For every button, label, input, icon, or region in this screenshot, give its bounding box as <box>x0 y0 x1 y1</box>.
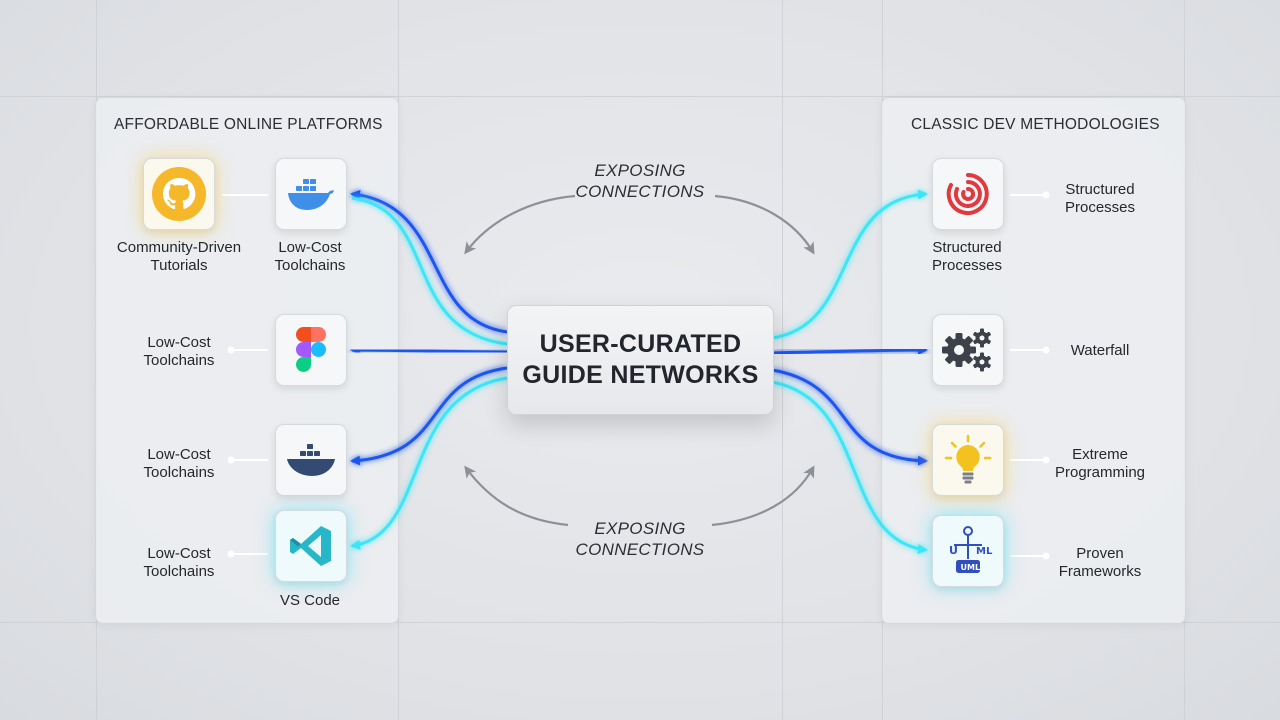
uml-tile: U ML UML <box>932 515 1004 587</box>
right-item-1-label: Structured Processes <box>1064 181 1136 216</box>
svg-text:UML: UML <box>961 563 981 572</box>
exposing-arrow-bottom-left <box>464 465 569 527</box>
right-item-2-label: Waterfall <box>1070 342 1130 359</box>
github-icon <box>152 167 206 221</box>
docker-tile-top-label: Low-Cost Toolchains <box>274 239 346 274</box>
vscode-tile-label: VS Code <box>279 592 341 609</box>
link-dot-right-2 <box>1010 346 1050 354</box>
right-item-3-label: Extreme Programming <box>1054 446 1146 481</box>
connector-line-right-1 <box>771 189 928 340</box>
figma-tile <box>275 314 347 386</box>
svg-text:U: U <box>949 544 958 557</box>
spiral-icon <box>946 173 989 215</box>
right-panel <box>881 97 1186 624</box>
exposing-arrow-bottom-right <box>711 465 815 527</box>
docker-icon <box>288 179 334 210</box>
docker-tile-bottom <box>275 424 347 496</box>
figma-icon <box>296 327 326 372</box>
github-tile <box>143 158 215 230</box>
center-node: USER-CURATED GUIDE NETWORKS <box>507 305 774 415</box>
connector-line-right-4 <box>771 380 928 555</box>
right-panel-title: CLASSIC DEV METHODOLOGIES <box>911 116 1160 133</box>
link-dot-right-3 <box>1010 456 1050 464</box>
exposing-arrow-top-right <box>714 194 815 255</box>
right-item-4-label: Proven Frameworks <box>1058 545 1142 580</box>
connector-line-left-1b <box>351 196 508 346</box>
vscode-tile <box>275 510 347 582</box>
connector-line-right-2 <box>771 345 928 356</box>
link-dot-right-4 <box>1010 552 1050 560</box>
link-dot-left-2 <box>227 346 268 354</box>
lightbulb-icon <box>944 434 992 484</box>
gears-tile <box>932 314 1004 386</box>
left-item-3-label: Low-Cost Toolchains <box>143 446 215 481</box>
exposing-connections-top: EXPOSING CONNECTIONS <box>575 161 705 201</box>
left-item-2-label: Low-Cost Toolchains <box>143 334 215 369</box>
uml-icon: U ML UML <box>949 526 993 573</box>
lightbulb-tile <box>932 424 1004 496</box>
vscode-icon <box>290 526 331 566</box>
link-dot-right-1 <box>1010 191 1050 199</box>
link-dot-left-4 <box>227 550 268 558</box>
left-panel-title: AFFORDABLE ONLINE PLATFORMS <box>114 116 383 133</box>
docker-tile-top <box>275 158 347 230</box>
connector-line-right-3 <box>771 368 928 466</box>
svg-text:ML: ML <box>976 546 993 557</box>
connector-line-left-4 <box>350 376 508 550</box>
github-tile-label: Community-Driven Tutorials <box>116 239 242 274</box>
exposing-connections-bottom: EXPOSING CONNECTIONS <box>575 519 705 559</box>
gears-icon <box>942 328 991 372</box>
docker-icon <box>287 444 335 476</box>
spiral-tile <box>932 158 1004 230</box>
link-dot-left-3 <box>227 456 268 464</box>
spiral-tile-label: Structured Processes <box>931 239 1003 274</box>
center-title: USER-CURATED GUIDE NETWORKS <box>522 330 759 389</box>
left-item-4-label: Low-Cost Toolchains <box>143 545 215 580</box>
connector-line-left-3 <box>350 366 508 466</box>
exposing-arrow-top-left <box>464 194 576 255</box>
connector-line-left-1a <box>350 189 508 334</box>
connector-line-left-2 <box>350 345 508 356</box>
